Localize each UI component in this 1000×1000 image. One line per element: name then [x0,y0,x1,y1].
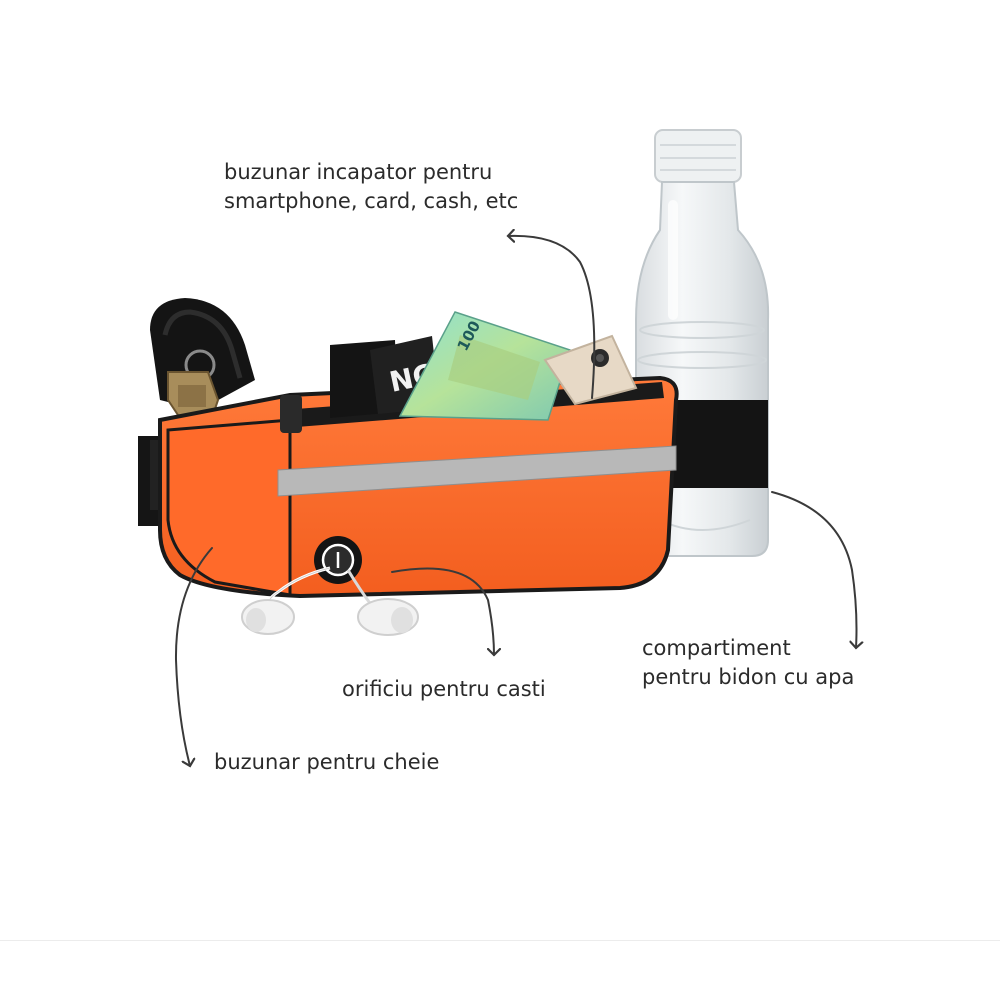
arrow-key-pocket [174,547,213,766]
label-key-pocket: buzunar pentru cheie [214,748,439,777]
key-icon [167,349,220,419]
label-smartphone-pocket: buzunar incapator pentru smartphone, car… [224,158,518,216]
arrow-bottle-compartment [771,491,857,648]
reflective-stripe [277,445,677,497]
label-headphone-hole: orificiu pentru casti [342,675,546,704]
pocket-contents: NG 100 [330,311,638,421]
arrow-smartphone-pocket [508,236,596,399]
label-bottle-compartment-line2: pentru bidon cu apa [642,665,855,689]
label-headphone-hole-text: orificiu pentru casti [342,677,546,701]
label-smartphone-pocket-line1: buzunar incapator pentru [224,160,493,184]
callout-arrows [174,236,857,766]
divider [0,940,1000,941]
arrow-headphone-hole [391,567,494,656]
headphone-port [314,536,362,584]
earphones [241,566,419,636]
waist-bag [158,375,679,599]
label-smartphone-pocket-line2: smartphone, card, cash, etc [224,189,519,213]
label-bottle-compartment: compartiment pentru bidon cu apa [642,634,854,692]
label-bottle-compartment-line1: compartiment [642,636,791,660]
label-key-pocket-text: buzunar pentru cheie [214,750,440,774]
